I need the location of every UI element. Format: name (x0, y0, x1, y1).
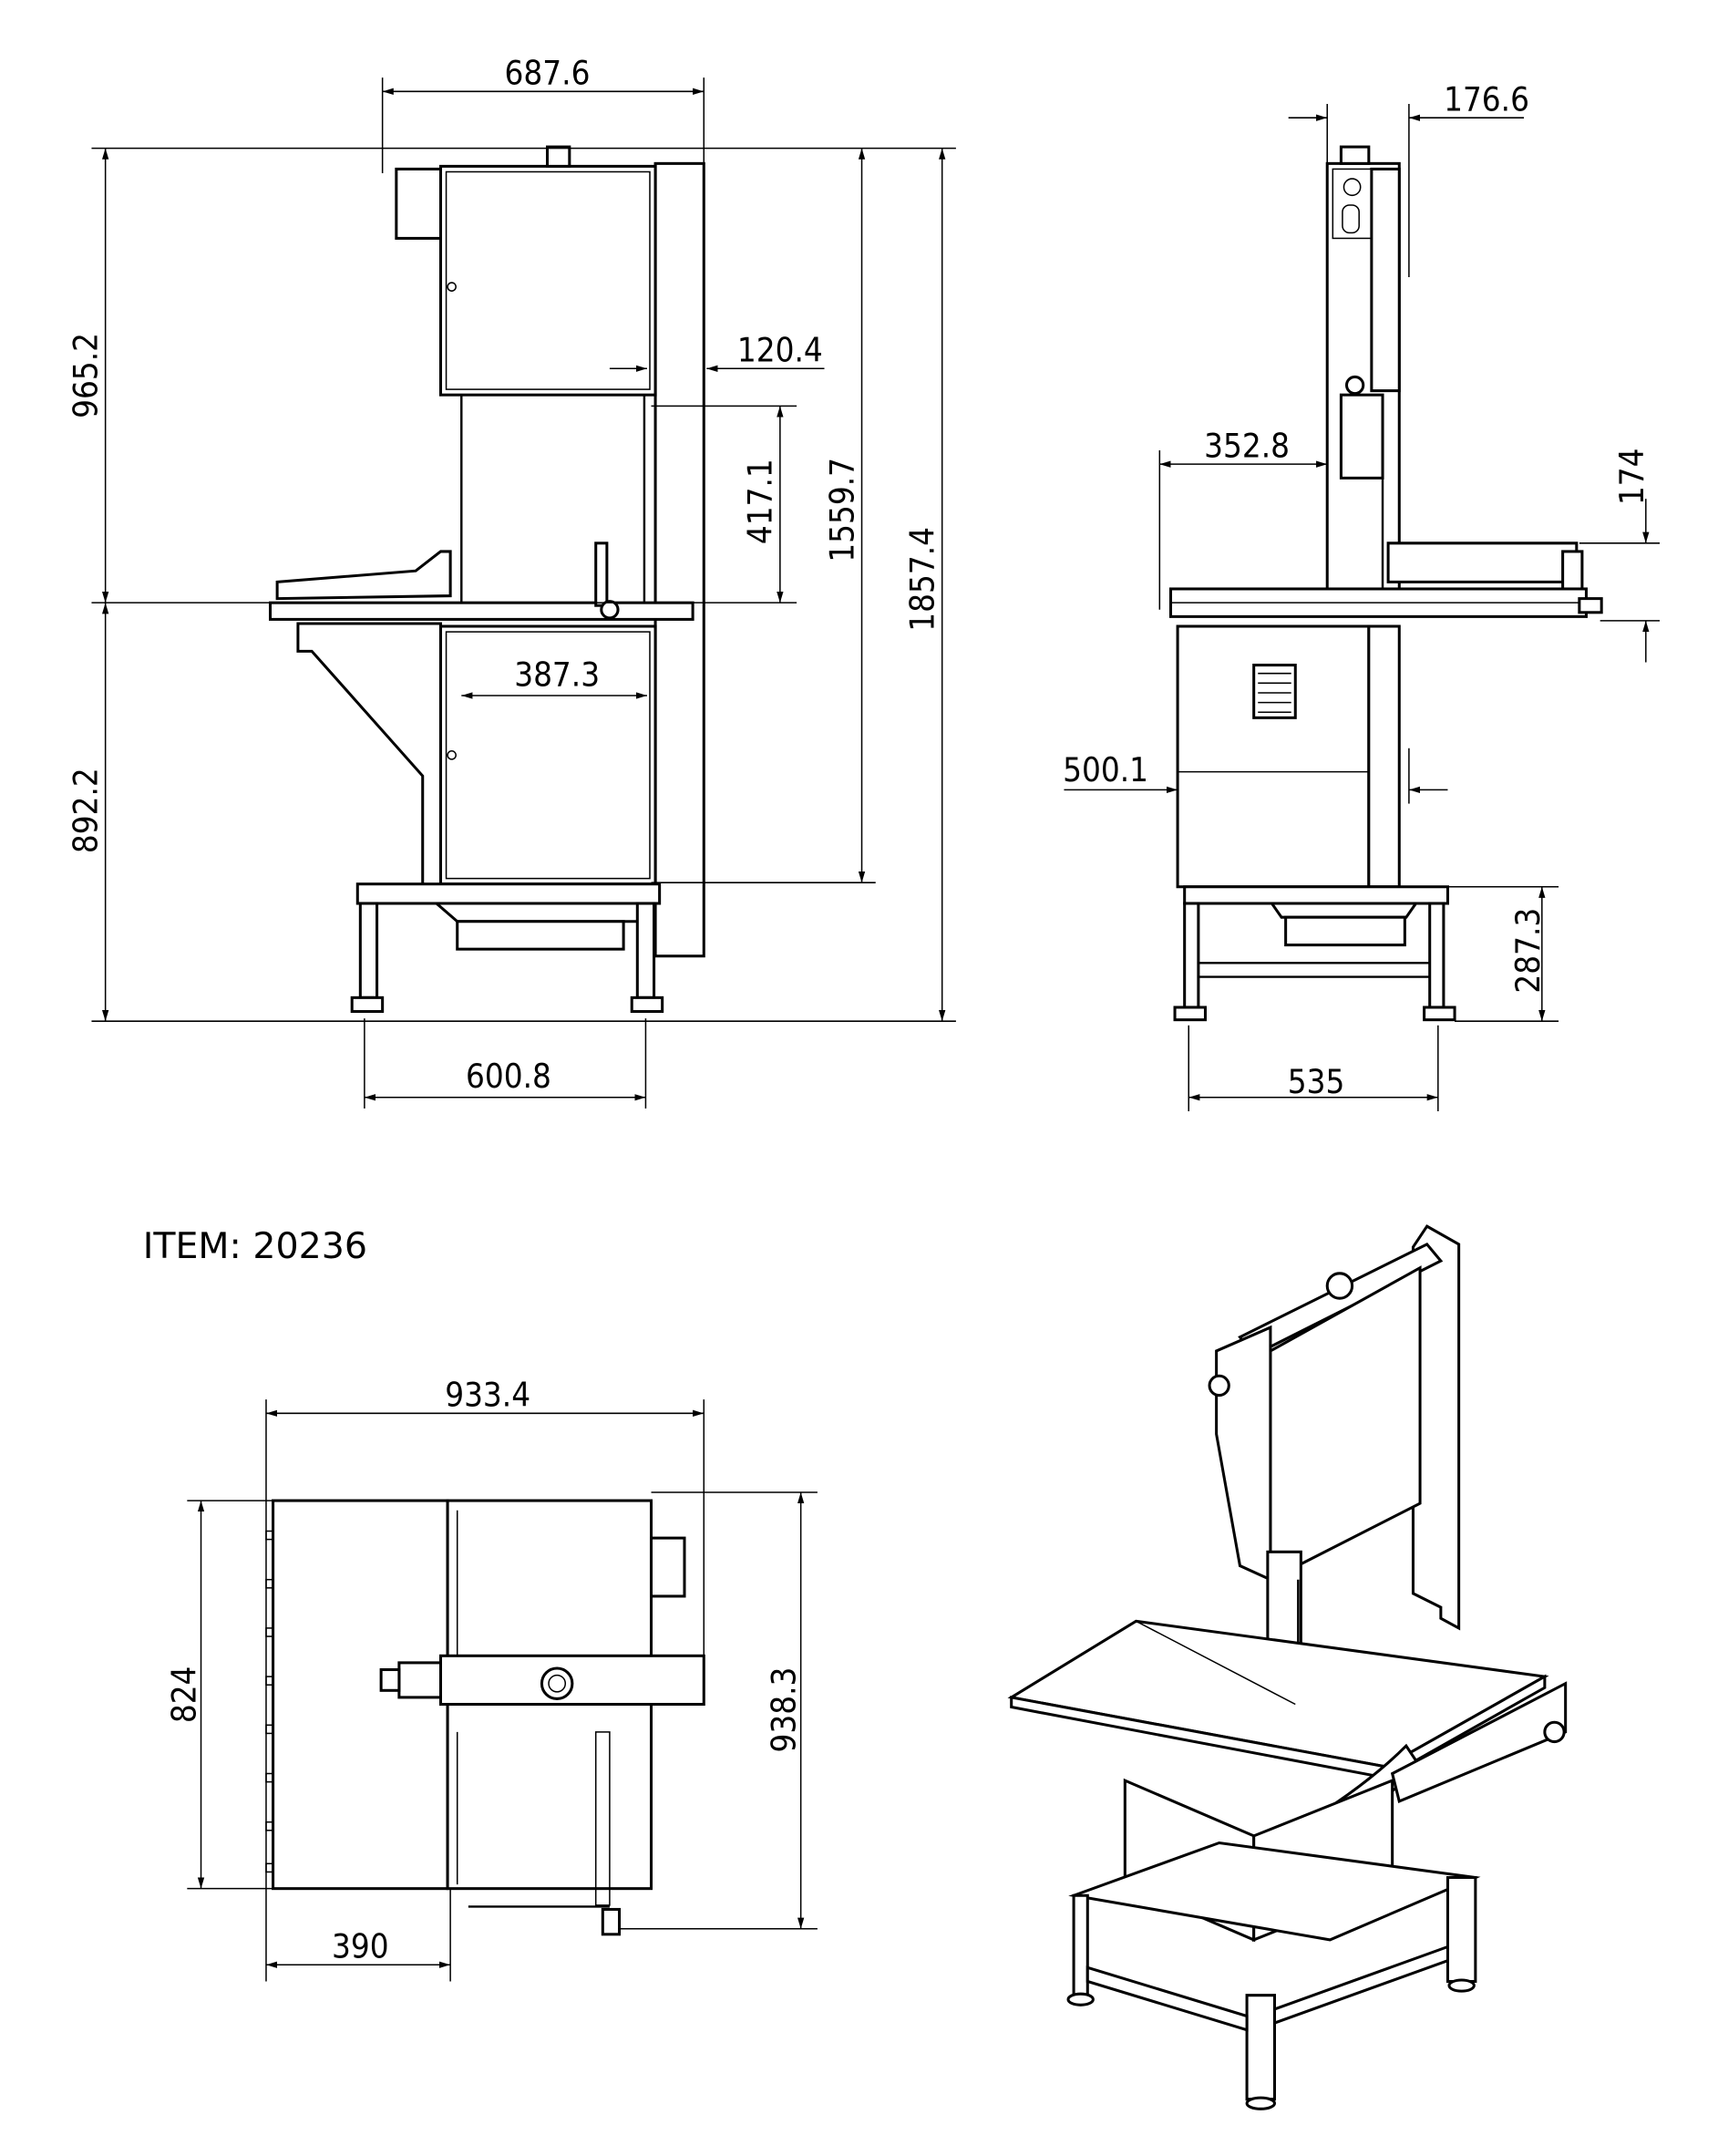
dim-lower-height: 892.2 (67, 768, 106, 853)
side-view: 176.6 352.8 174 500.1 287.3 535 (1063, 80, 1661, 1111)
top-view: 933.4 824 938.3 390 (164, 1376, 818, 1982)
front-dimension-lines (102, 88, 946, 1101)
top-dimension-lines (197, 1409, 805, 1968)
dim-cabinet-depth: 500.1 (1063, 750, 1148, 789)
dim-base-depth: 535 (1288, 1062, 1345, 1101)
front-view: 687.6 965.2 892.2 1559.7 1857.4 120.4 41… (67, 54, 956, 1109)
vent-slots-icon (1258, 672, 1291, 714)
side-machine-outline (1168, 145, 1603, 1022)
dim-upper-height: 965.2 (67, 333, 106, 418)
dim-fence-height: 174 (1612, 449, 1651, 506)
dim-overall-depth: 938.3 (765, 1667, 804, 1753)
side-dimension-lines (1064, 114, 1650, 1101)
isometric-view (1007, 1224, 1568, 2110)
dim-width-top: 687.6 (505, 54, 591, 93)
dim-column-width: 176.6 (1444, 80, 1529, 119)
dim-throat-width: 387.3 (514, 655, 600, 694)
dim-blade-column-height: 1559.7 (822, 458, 861, 562)
front-machine-outline (269, 145, 705, 1014)
dim-guide-offset: 120.4 (737, 331, 823, 370)
dim-left-table-width: 390 (332, 1927, 389, 1966)
dim-overall-width: 933.4 (445, 1376, 530, 1415)
dim-table-depth: 824 (164, 1666, 203, 1724)
item-label: ITEM: 20236 (143, 1225, 367, 1267)
dim-total-height: 1857.4 (903, 527, 942, 632)
top-machine-outline (265, 1499, 705, 1936)
dim-table-depth-left: 352.8 (1204, 427, 1290, 466)
dim-base-height: 287.3 (1508, 908, 1548, 994)
dim-base-width: 600.8 (466, 1057, 551, 1096)
top-extension-lines (187, 1399, 818, 1982)
dim-cut-height: 417.1 (741, 459, 780, 544)
